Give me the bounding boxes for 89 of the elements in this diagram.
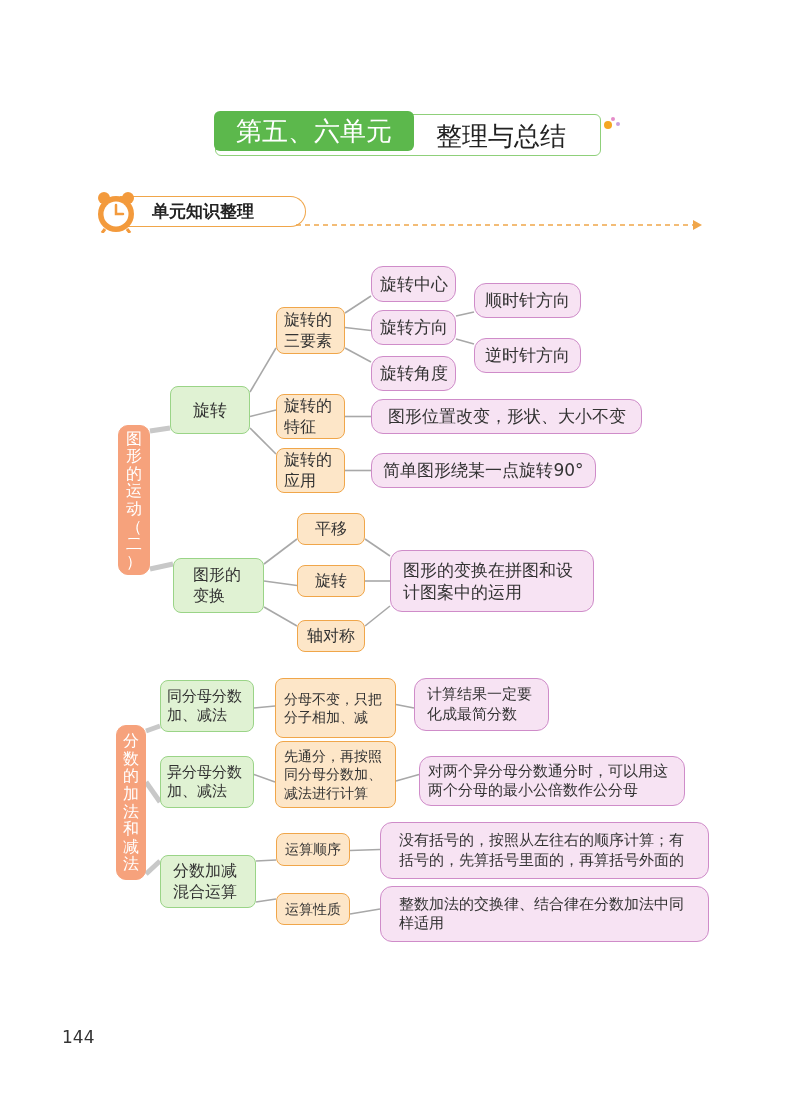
detail-box — [371, 399, 642, 434]
detail-box — [390, 550, 594, 612]
detail-text: 旋转中心 — [378, 272, 449, 296]
subtopic-text: 旋转的三要素 — [284, 309, 333, 352]
connector-line — [349, 908, 381, 915]
topic-box — [170, 386, 250, 434]
detail-box — [414, 678, 549, 731]
detail-box — [371, 266, 456, 302]
connector-line — [364, 580, 391, 582]
connector-line — [255, 859, 277, 862]
category-text: 图形的运动（二） — [126, 429, 142, 571]
detail-box — [474, 338, 581, 373]
subtopic-text: 旋转的特征 — [284, 395, 333, 438]
connector-line — [249, 427, 277, 455]
topic-text: 异分母分数加、减法 — [167, 762, 243, 802]
connector-line — [253, 705, 276, 709]
connector-line — [349, 848, 381, 852]
subtopic-box — [275, 678, 396, 738]
detail-text: 图形位置改变，形状、大小不变 — [386, 405, 627, 428]
page-number: 144 — [62, 1027, 95, 1047]
detail-text: 计算结果一定要化成最简分数 — [427, 685, 533, 724]
connector-line — [455, 311, 475, 317]
detail-text: 旋转方向 — [378, 316, 449, 339]
subtopic-text: 运算顺序 — [284, 840, 342, 859]
topic-box — [160, 680, 254, 732]
detail-box — [380, 886, 709, 942]
connector-line — [263, 606, 298, 627]
connector-line — [455, 338, 475, 345]
detail-box — [371, 356, 456, 391]
subtopic-text: 平移 — [314, 518, 348, 540]
topic-text: 分数加减混合运算 — [173, 860, 238, 903]
subtopic-box — [297, 565, 365, 597]
connector-line — [263, 580, 298, 587]
category-text: 分数的加法和减法 — [123, 732, 139, 873]
detail-text: 顺时针方向 — [484, 289, 571, 312]
topic-text: 图形的变换 — [193, 564, 242, 607]
title-heading: 第五、六单元 — [214, 111, 414, 151]
detail-text: 图形的变换在拼图和设计图案中的运用 — [403, 558, 574, 604]
connector-line — [395, 773, 420, 782]
subtopic-text: 运算性质 — [284, 899, 342, 919]
connector-line — [255, 898, 277, 903]
subtopic-text: 旋转 — [314, 570, 348, 592]
connector-line — [249, 409, 277, 418]
connector-line — [344, 415, 372, 418]
connector-line — [364, 538, 391, 557]
subtopic-box — [297, 513, 365, 545]
subtopic-box — [276, 394, 345, 439]
detail-text: 没有括号的，按照从左往右的顺序计算；有括号的，先算括号里面的，再算括号外面的 — [399, 831, 685, 870]
subtopic-text: 轴对称 — [306, 625, 356, 647]
subtopic-box — [276, 448, 345, 493]
connector-line — [344, 347, 372, 363]
subtitle-text: 整理与总结 — [436, 120, 566, 153]
detail-text: 旋转角度 — [378, 362, 449, 385]
subtopic-box — [297, 620, 365, 652]
detail-text: 对两个异分母分数通分时，可以用这两个分母的最小公倍数作公分母 — [428, 761, 669, 801]
subtopic-box — [275, 741, 396, 808]
connector-line — [145, 723, 161, 734]
detail-box — [371, 453, 596, 488]
topic-text: 旋转 — [192, 398, 228, 422]
topic-box — [160, 756, 254, 808]
subtopic-text: 旋转的应用 — [284, 449, 333, 492]
connector-line — [253, 773, 276, 783]
connector-line — [344, 295, 372, 314]
subtopic-box — [276, 893, 350, 925]
topic-box — [160, 855, 256, 908]
category-box — [116, 725, 146, 880]
detail-box — [371, 310, 456, 345]
topic-box — [173, 558, 264, 613]
category-box — [118, 425, 150, 575]
detail-box — [419, 756, 685, 806]
topic-text: 同分母分数加、减法 — [167, 686, 243, 726]
connector-line — [364, 605, 391, 627]
subtopic-text: 先通分，再按照同分母分数加、减法进行计算 — [284, 747, 383, 802]
connector-line — [395, 703, 415, 709]
detail-text: 简单图形绕某一点旋转90° — [382, 459, 585, 482]
detail-text: 逆时针方向 — [484, 344, 571, 367]
detail-box — [474, 283, 581, 318]
subtopic-box — [276, 307, 345, 354]
subtopic-text: 分母不变，只把分子相加、减 — [284, 689, 383, 727]
connector-line — [344, 326, 372, 332]
detail-box — [380, 822, 709, 879]
subtopic-box — [276, 833, 350, 866]
connector-line — [249, 347, 277, 393]
connector-line — [149, 561, 174, 572]
connector-line — [144, 859, 162, 876]
detail-text: 整数加法的交换律、结合律在分数加法中同样适用 — [399, 894, 685, 934]
connector-line — [344, 469, 372, 472]
connector-line — [263, 538, 298, 565]
connector-line — [149, 425, 171, 434]
